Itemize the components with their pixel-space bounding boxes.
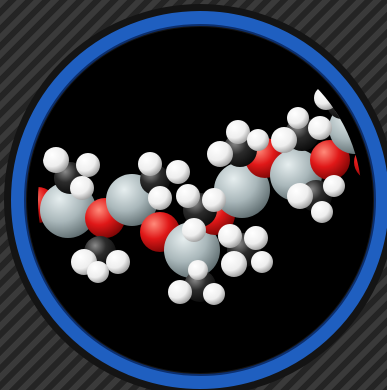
- methyl-group-3: [138, 152, 190, 210]
- methyl-group-4: [176, 184, 226, 242]
- methyl-group-9: [287, 175, 345, 223]
- methyl-group-6: [207, 120, 269, 167]
- methyl-group-7: [218, 224, 273, 277]
- backbone: [38, 102, 362, 278]
- blue-ring: [11, 11, 387, 389]
- methyl-group-1: [43, 147, 100, 200]
- methyl-group-5: [168, 260, 225, 305]
- methyl-group-8: [271, 107, 332, 153]
- methyl-group-2: [71, 236, 130, 283]
- molecule-chain: [38, 77, 362, 305]
- blue-ring-inner-edge: [24, 24, 376, 376]
